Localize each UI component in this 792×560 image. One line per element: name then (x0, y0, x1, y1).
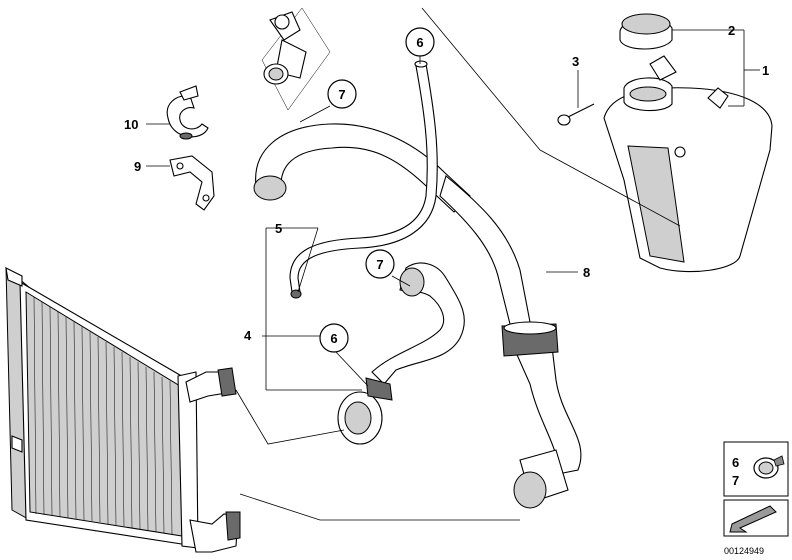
callout-5: 5 (275, 221, 282, 236)
callout-6-bottom-label: 6 (330, 331, 337, 346)
callout-3: 3 (572, 54, 579, 69)
upper-hose-7 (253, 123, 531, 325)
diagram-number: 00124949 (724, 546, 764, 556)
radiator (5, 266, 241, 553)
bracket-9 (169, 155, 215, 211)
callout-1: 1 (762, 63, 769, 78)
callout-10: 10 (124, 117, 138, 132)
callout-2: 2 (728, 23, 735, 38)
clip-10 (166, 85, 209, 140)
legend-number-6: 6 (732, 455, 739, 470)
callout-4: 4 (244, 328, 252, 343)
hose-clamp-icon (753, 455, 785, 479)
callout-7-bottom-label: 7 (376, 257, 383, 272)
callout-6-bottom: 6 (319, 323, 349, 353)
lower-hose-7 (371, 262, 465, 385)
legend-number-7: 7 (732, 473, 739, 488)
thin-hose-6 (289, 60, 438, 299)
arrow-icon (729, 505, 777, 533)
hose-fitting (261, 7, 331, 111)
callout-8: 8 (583, 265, 590, 280)
callout-6-top-label: 6 (416, 35, 423, 50)
callout-7-bottom: 7 (365, 249, 395, 279)
leader-lines (146, 7, 760, 521)
hose-clamp-lower (337, 377, 393, 445)
expansion-tank (603, 13, 773, 273)
legend-box: 6 7 (723, 441, 789, 537)
callout-9: 9 (134, 159, 141, 174)
callout-7-top: 7 (327, 79, 357, 109)
hose-8 (501, 321, 582, 509)
callout-6-top: 6 (405, 27, 435, 57)
screw-3 (557, 103, 595, 126)
callout-7-top-label: 7 (338, 87, 345, 102)
